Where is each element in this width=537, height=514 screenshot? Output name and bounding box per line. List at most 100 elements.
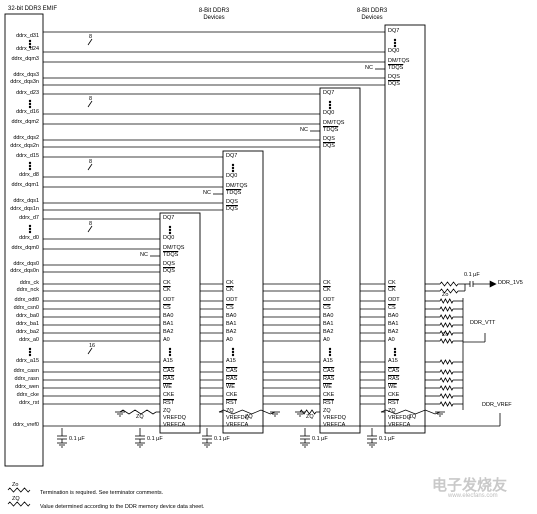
device-3-pin-we: WE [388, 384, 397, 390]
device-1-pin-a0: A0 [226, 337, 233, 343]
resistor-icon [439, 322, 454, 328]
device-1-pin-ck: CK [226, 287, 234, 293]
device-1-pin-odt: ODT [226, 297, 238, 303]
bus-width-label: 16 [89, 343, 96, 349]
device-1-pin-dq7: DQ7 [226, 153, 238, 159]
ellipsis-dot [28, 353, 32, 357]
nc-label: NC [203, 190, 211, 196]
emif-box [4, 13, 44, 467]
resistor-icon [218, 409, 276, 415]
bus-slash [87, 225, 93, 233]
device-3-pin-dq7: DQ7 [388, 28, 400, 34]
nc-label: NC [365, 65, 373, 71]
ellipsis-dot [28, 164, 32, 168]
device-1-pin-cs: CS [226, 305, 234, 311]
cap-value-label: 0.1 µF [464, 272, 480, 278]
watermark-url: www.elecfans.com [448, 493, 498, 499]
emif-pin-wen: ddrx_wen [15, 384, 39, 390]
resistor-icon [439, 369, 454, 375]
emif-pin-vref0: ddrx_vref0 [13, 422, 39, 428]
device-0-pin-zq: ZQ [163, 408, 171, 414]
ellipsis-dot [28, 227, 32, 231]
ellipsis-dot [231, 347, 235, 351]
ellipsis-dot [28, 167, 32, 171]
device-2-pin-cs: CS [323, 305, 331, 311]
device-0-pin-cas: CAS [163, 368, 175, 374]
zq-label: ZQ [136, 414, 144, 420]
emif-pin-nck: ddrx_nck [16, 287, 39, 293]
zq-label: ZQ [408, 414, 417, 420]
resistor-icon [299, 409, 317, 415]
device-3-pin-a15: A15 [388, 358, 398, 364]
emif-pin-d23: ddrx_d23 [16, 90, 39, 96]
emif-pin-dqs0: ddrx_dqs0 [13, 261, 39, 267]
ellipsis-dot [231, 169, 235, 173]
device-3-pin-ck: CK [388, 287, 396, 293]
device-0-pin-a0: A0 [163, 337, 170, 343]
emif-pin-casn: ddrx_casn [13, 368, 39, 374]
device-2-pin-dqs: DQS [323, 136, 335, 142]
device-2-pin-we: WE [323, 384, 332, 390]
ellipsis-dot [28, 42, 32, 46]
resistor-icon [380, 409, 441, 415]
device-3-pin-cas: CAS [388, 368, 400, 374]
device-3-pin-ba0: BA0 [388, 313, 399, 319]
device-1-pin-ras: RAS [226, 376, 238, 382]
watermark-logo-text: 电子发烧友 [432, 477, 508, 494]
ellipsis-dot [393, 347, 397, 351]
ellipsis-dot [28, 45, 32, 49]
device-2-pin-dmtqs: DM/TQS [323, 120, 345, 126]
device-2-pin-ba0: BA0 [323, 313, 334, 319]
device-2-pin-ba1: BA1 [323, 321, 334, 327]
device-2-pin-odt: ODT [323, 297, 335, 303]
device-0-pin-a15: A15 [163, 358, 173, 364]
ellipsis-dot [168, 350, 172, 354]
device-1-pin-dqs: DQS [226, 199, 238, 205]
emif-pin-d7: ddrx_d7 [19, 215, 39, 221]
device-1-pin-tdqs: TDQS [226, 190, 242, 196]
device-3-pin-ba1: BA1 [388, 321, 399, 327]
resistor-icon [439, 393, 454, 399]
device-0-pin-we: WE [163, 384, 172, 390]
devices-header-1: 8-Bit DDR3 Devices [198, 8, 230, 21]
device-1-pin-cke: CKE [226, 392, 238, 398]
device-0-box [159, 212, 201, 434]
device-1-pin-ba0: BA0 [226, 313, 237, 319]
emif-pin-ba1: ddrx_ba1 [16, 321, 39, 327]
nc-label: NC [300, 127, 308, 133]
cap-value-label: 0.1 µF [379, 436, 395, 442]
device-2-pin-tdqs: TDQS [323, 127, 339, 133]
emif-pin-ba0: ddrx_ba0 [16, 313, 39, 319]
net-label-ddr-1v5: DDR_1V5 [498, 280, 523, 286]
ellipsis-dot [231, 166, 235, 170]
resistor-icon [7, 487, 31, 493]
net-label-ddr-vref: DDR_VREF [482, 402, 512, 408]
device-2-pin-vrefca: VREFCA [323, 422, 346, 428]
ellipsis-dot [328, 106, 332, 110]
resistor-icon [439, 298, 454, 304]
ellipsis-dot [328, 353, 332, 357]
emif-pin-a0: ddrx_a0 [19, 337, 39, 343]
zo-label: Zo [442, 292, 449, 298]
device-0-pin-vrefca: VREFCA [163, 422, 186, 428]
device-3-pin-tdqs: TDQS [388, 65, 404, 71]
device-1-pin-vrefca: VREFCA [226, 422, 249, 428]
device-0-pin-vrefdq: VREFDQ [163, 415, 186, 421]
bus-width-label: 8 [89, 159, 93, 165]
ellipsis-dot [168, 353, 172, 357]
device-0-pin-odt: ODT [163, 297, 175, 303]
device-2-pin-ck: CK [323, 280, 331, 286]
emif-pin-rst: ddrx_rst [19, 400, 39, 406]
device-2-pin-cas: CAS [323, 368, 335, 374]
device-1-box [222, 150, 264, 434]
device-0-pin-tdqs: TDQS [163, 252, 179, 258]
device-0-pin-dmtqs: DM/TQS [163, 245, 185, 251]
cap-value-label: 0.1 µF [312, 436, 328, 442]
device-2-pin-ck: CK [323, 287, 331, 293]
device-3-pin-dq0: DQ0 [388, 48, 400, 54]
legend-zo-symbol-label: Zo [12, 482, 19, 488]
device-3-pin-dmtqs: DM/TQS [388, 58, 410, 64]
cap-value-label: 0.1 µF [147, 436, 163, 442]
emif-pin-d15: ddrx_d15 [16, 153, 39, 159]
component-boxes [4, 13, 426, 467]
